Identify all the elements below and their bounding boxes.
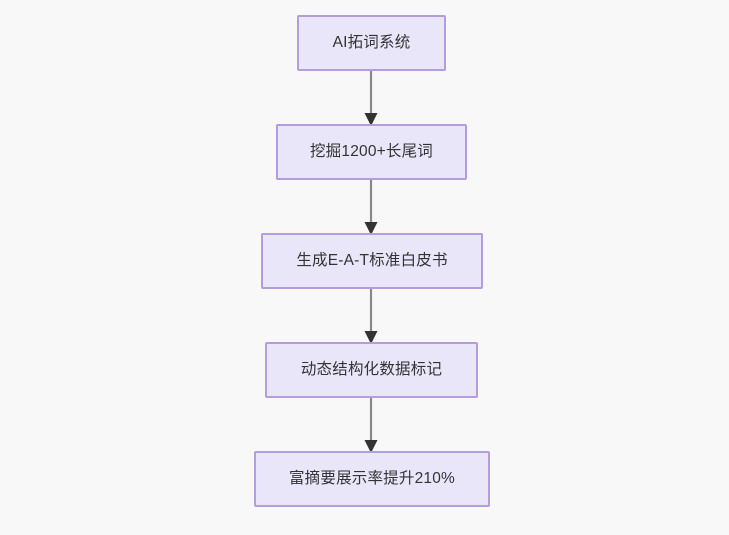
- flow-node-ai-keyword-system[interactable]: AI拓词系统: [297, 15, 446, 71]
- flow-node-dynamic-structured-data-markup[interactable]: 动态结构化数据标记: [265, 342, 478, 398]
- flow-node-label: 挖掘1200+长尾词: [309, 142, 434, 160]
- flow-node-rich-snippet-impression-uplift[interactable]: 富摘要展示率提升210%: [254, 451, 490, 507]
- flow-node-label: 富摘要展示率提升210%: [288, 469, 456, 487]
- flow-node-label: AI拓词系统: [332, 33, 411, 51]
- flow-node-label: 动态结构化数据标记: [300, 360, 443, 378]
- flow-edge-n2-n3: [357, 178, 385, 236]
- flow-edge-n1-n2: [357, 69, 385, 127]
- flow-node-mine-longtail-keywords[interactable]: 挖掘1200+长尾词: [276, 124, 467, 180]
- flow-edge-n4-n5: [357, 396, 385, 454]
- flow-node-generate-eat-whitepaper[interactable]: 生成E-A-T标准白皮书: [261, 233, 483, 289]
- flow-node-label: 生成E-A-T标准白皮书: [296, 251, 448, 269]
- flow-edge-n3-n4: [357, 287, 385, 345]
